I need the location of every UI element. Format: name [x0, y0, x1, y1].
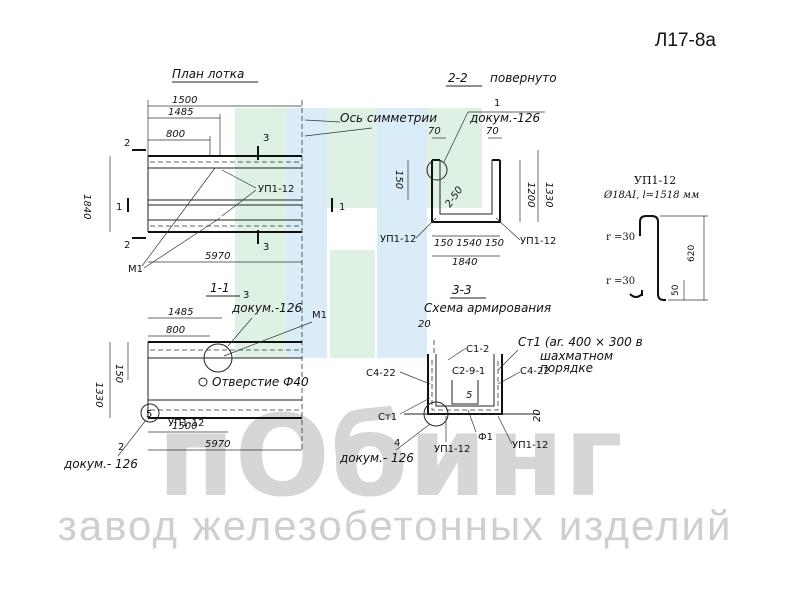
s22-mark-left: УП1-12: [380, 234, 416, 245]
s22-note-1: 1: [494, 98, 500, 109]
symmetry-axis-label: Ось симметрии: [340, 111, 437, 125]
s22-mark-right: УП1-12: [520, 236, 556, 247]
watermark-subtitle: завод железобетонных изделий: [57, 502, 733, 549]
s22-dim-70-left: 70: [428, 126, 441, 137]
s33-docum: докум.- 126: [339, 451, 414, 465]
s33-f1: Ф1: [478, 432, 493, 443]
s33-ct1: Ст1: [378, 412, 397, 423]
plan-dim-5970: 5970: [205, 251, 230, 262]
detail-title: УП1-12: [634, 174, 676, 187]
sheet-code: Л17-8а: [654, 30, 716, 51]
s22-docum: докум.-126: [469, 111, 540, 125]
s11-dim-150: 150: [113, 364, 124, 383]
plan-mark-m1: М1: [128, 264, 143, 275]
section-2-2-title: 2-2: [448, 71, 468, 85]
s22-dim-70-right: 70: [486, 126, 499, 137]
plan-dim-800: 800: [166, 129, 185, 140]
detail-dim-620: 620: [687, 245, 697, 262]
s11-mark-m1: М1: [312, 310, 327, 321]
detail-up1-12: УП1-12 Ø18AI, l=1518 мм r =30 r =30 620 …: [603, 174, 708, 301]
s11-hole: Отверстие Ф40: [212, 375, 309, 389]
detail-dim-50: 50: [671, 284, 681, 296]
s11-circle-5: 5: [146, 409, 152, 420]
plan-title: План лотка: [172, 67, 244, 81]
watermark-logo: пОбинг: [157, 108, 623, 522]
detail-spec: Ø18AI, l=1518 мм: [603, 190, 699, 201]
s11-dim-800: 800: [166, 325, 185, 336]
detail-r-bottom: r =30: [606, 276, 635, 287]
s33-c2-9-1: С2-9-1: [452, 366, 485, 377]
s33-note-4: 4: [394, 438, 400, 449]
plan-cut-3-top: 3: [263, 133, 269, 144]
plan-view: План лотка Ось симметрии 1500 1485 800: [81, 67, 437, 450]
s33-c4-22-right: С4-22: [520, 366, 550, 377]
s11-dim-1485: 1485: [168, 307, 193, 318]
s22-dim-1330: 1330: [543, 182, 554, 207]
plan-cut-2-top: 2: [124, 138, 130, 149]
s22-dim-1840: 1840: [452, 257, 477, 268]
s22-dim-bottom: 150 1540 150: [434, 238, 504, 249]
section-1-1: 1-1 1485 800 1330 150 3 докум.-126 М1: [63, 281, 327, 471]
plan-dim-1500: 1500: [172, 95, 197, 106]
s33-ct1-note3: порядке: [540, 361, 593, 375]
s11-dim-1500: 1500: [172, 421, 197, 432]
section-1-1-title: 1-1: [210, 281, 230, 295]
s11-docum-2: докум.- 126: [63, 457, 138, 471]
plan-mark-up1-12: УП1-12: [258, 184, 294, 195]
s11-dim-5970: 5970: [205, 439, 230, 450]
s33-dim-20: 20: [418, 319, 431, 330]
detail-r-top: r =30: [606, 232, 635, 243]
s33-c4-22-left: С4-22: [366, 368, 396, 379]
s33-dim-20b: 20: [532, 409, 543, 422]
s33-up1-12-left: УП1-12: [434, 444, 470, 455]
plan-cut-1-right: 1: [339, 202, 345, 213]
watermark-brand: пОбинг: [157, 392, 622, 522]
s33-ct1-note: Ст1 (ar. 400 × 300 в: [518, 335, 643, 349]
s22-dim-1200: 1200: [525, 182, 536, 207]
s11-dim-1330: 1330: [93, 382, 104, 407]
s11-mark-up1-12: УП1-12: [168, 418, 204, 429]
plan-dim-1485: 1485: [168, 107, 193, 118]
plan-dim-1840: 1840: [81, 194, 92, 219]
s11-docum: докум.-126: [231, 301, 302, 315]
plan-cut-2-bottom: 2: [124, 240, 130, 251]
section-3-3: 3-3 Схема армирования 20 С1-2 Ст1 (ar. 4…: [339, 283, 643, 465]
section-2-2-note: повернуто: [490, 71, 557, 85]
section-3-3-subtitle: Схема армирования: [424, 301, 551, 315]
section-3-3-title: 3-3: [452, 283, 472, 297]
s33-dim-5: 5: [466, 390, 472, 401]
s33-c1-2: С1-2: [466, 344, 489, 355]
s33-up1-12-right: УП1-12: [512, 440, 548, 451]
plan-cut-1-left: 1: [116, 202, 122, 213]
plan-cut-3-bottom: 3: [263, 242, 269, 253]
s22-dim-150: 150: [393, 170, 404, 189]
s11-note-2: 2: [118, 442, 124, 453]
s11-note-3: 3: [243, 290, 249, 301]
s33-ct1-note2: шахматном: [540, 349, 613, 363]
